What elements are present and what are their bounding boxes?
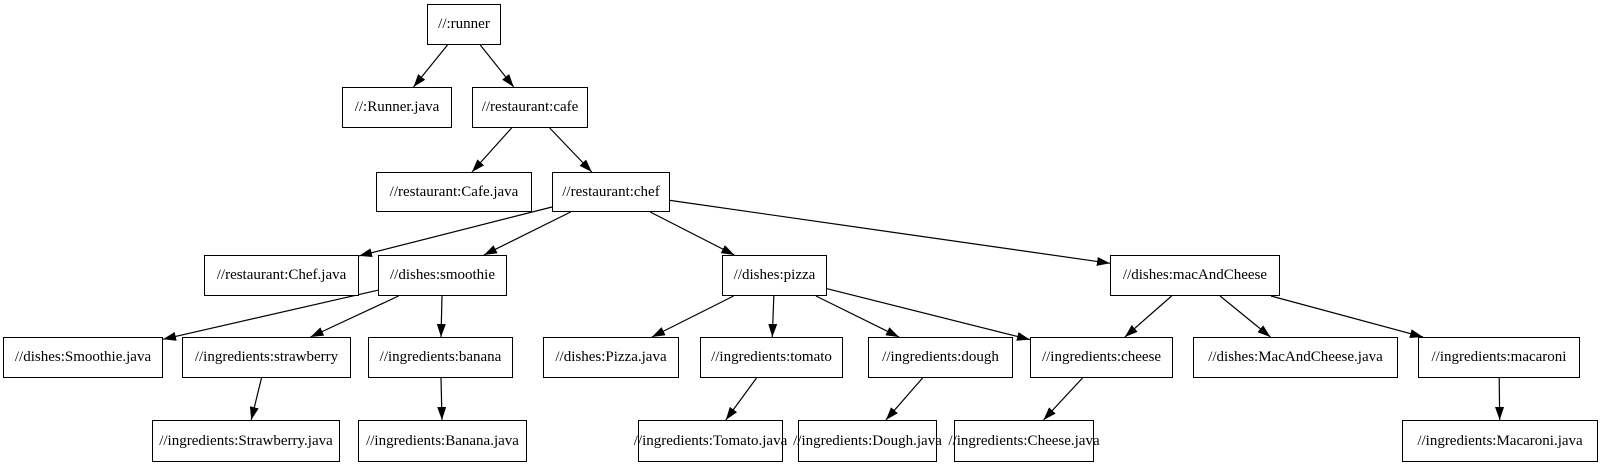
edge-pizza-to-tomato [768, 295, 778, 338]
node-macandcheese: //dishes:macAndCheese [1110, 255, 1280, 296]
edge-macandcheese-to-macaroni [1270, 295, 1424, 338]
edge-cheese-to-cheese-java [1043, 377, 1083, 421]
node-dough: //ingredients:dough [868, 337, 1013, 378]
edge-pizza-to-cheese [826, 288, 1031, 341]
node-tomato: //ingredients:tomato [700, 337, 843, 378]
node-macandcheese-java: //dishes:MacAndCheese.java [1193, 337, 1398, 378]
node-tomato-java: //ingredients:Tomato.java [634, 420, 787, 462]
edge-cafe-to-chef [549, 127, 593, 173]
node-strawberry-java: //ingredients:Strawberry.java [152, 420, 340, 462]
node-smoothie-java: //dishes:Smoothie.java [3, 337, 163, 378]
edge-smoothie-to-strawberry [310, 295, 399, 338]
edge-dough-to-dough-java [885, 377, 924, 421]
node-banana-java: //ingredients:Banana.java [358, 420, 527, 462]
edge-runner-to-runner-java [413, 44, 448, 88]
edge-tomato-to-tomato-java [725, 377, 757, 421]
node-runner-java: //:Runner.java [342, 87, 452, 128]
edge-chef-to-pizza [649, 211, 735, 256]
node-strawberry: //ingredients:strawberry [182, 337, 351, 378]
edge-smoothie-to-smoothie-java [162, 289, 379, 341]
edge-macandcheese-to-macandcheese-java [1219, 295, 1271, 338]
edge-strawberry-to-strawberry-java [249, 377, 263, 421]
edge-chef-to-smoothie [483, 211, 571, 256]
edge-macandcheese-to-cheese [1124, 295, 1172, 338]
edge-chef-to-chef-java [358, 206, 553, 258]
node-banana: //ingredients:banana [368, 337, 513, 378]
node-runner: //:runner [427, 4, 501, 45]
edge-banana-to-banana-java [437, 377, 447, 421]
node-cheese-java: //ingredients:Cheese.java [948, 420, 1100, 462]
edge-pizza-to-pizza-java [651, 295, 734, 338]
node-cheese: //ingredients:cheese [1030, 337, 1173, 378]
node-macaroni: //ingredients:macaroni [1418, 337, 1580, 378]
node-pizza-java: //dishes:Pizza.java [543, 337, 679, 378]
edge-cafe-to-cafe-java [471, 127, 513, 173]
edge-pizza-to-dough [815, 295, 900, 338]
node-chef-java: //restaurant:Chef.java [204, 255, 359, 296]
node-chef: //restaurant:chef [552, 172, 670, 212]
node-pizza: //dishes:pizza [722, 255, 827, 296]
node-cafe-java: //restaurant:Cafe.java [376, 172, 532, 212]
node-dough-java: //ingredients:Dough.java [793, 420, 942, 462]
edge-macaroni-to-macaroni-java [1495, 377, 1505, 421]
node-macaroni-java: //ingredients:Macaroni.java [1402, 420, 1598, 462]
edge-chef-to-macandcheese [669, 199, 1111, 266]
node-cafe: //restaurant:cafe [472, 87, 588, 128]
edge-smoothie-to-banana [436, 295, 446, 338]
edge-runner-to-cafe [479, 44, 515, 88]
node-smoothie: //dishes:smoothie [378, 255, 507, 296]
